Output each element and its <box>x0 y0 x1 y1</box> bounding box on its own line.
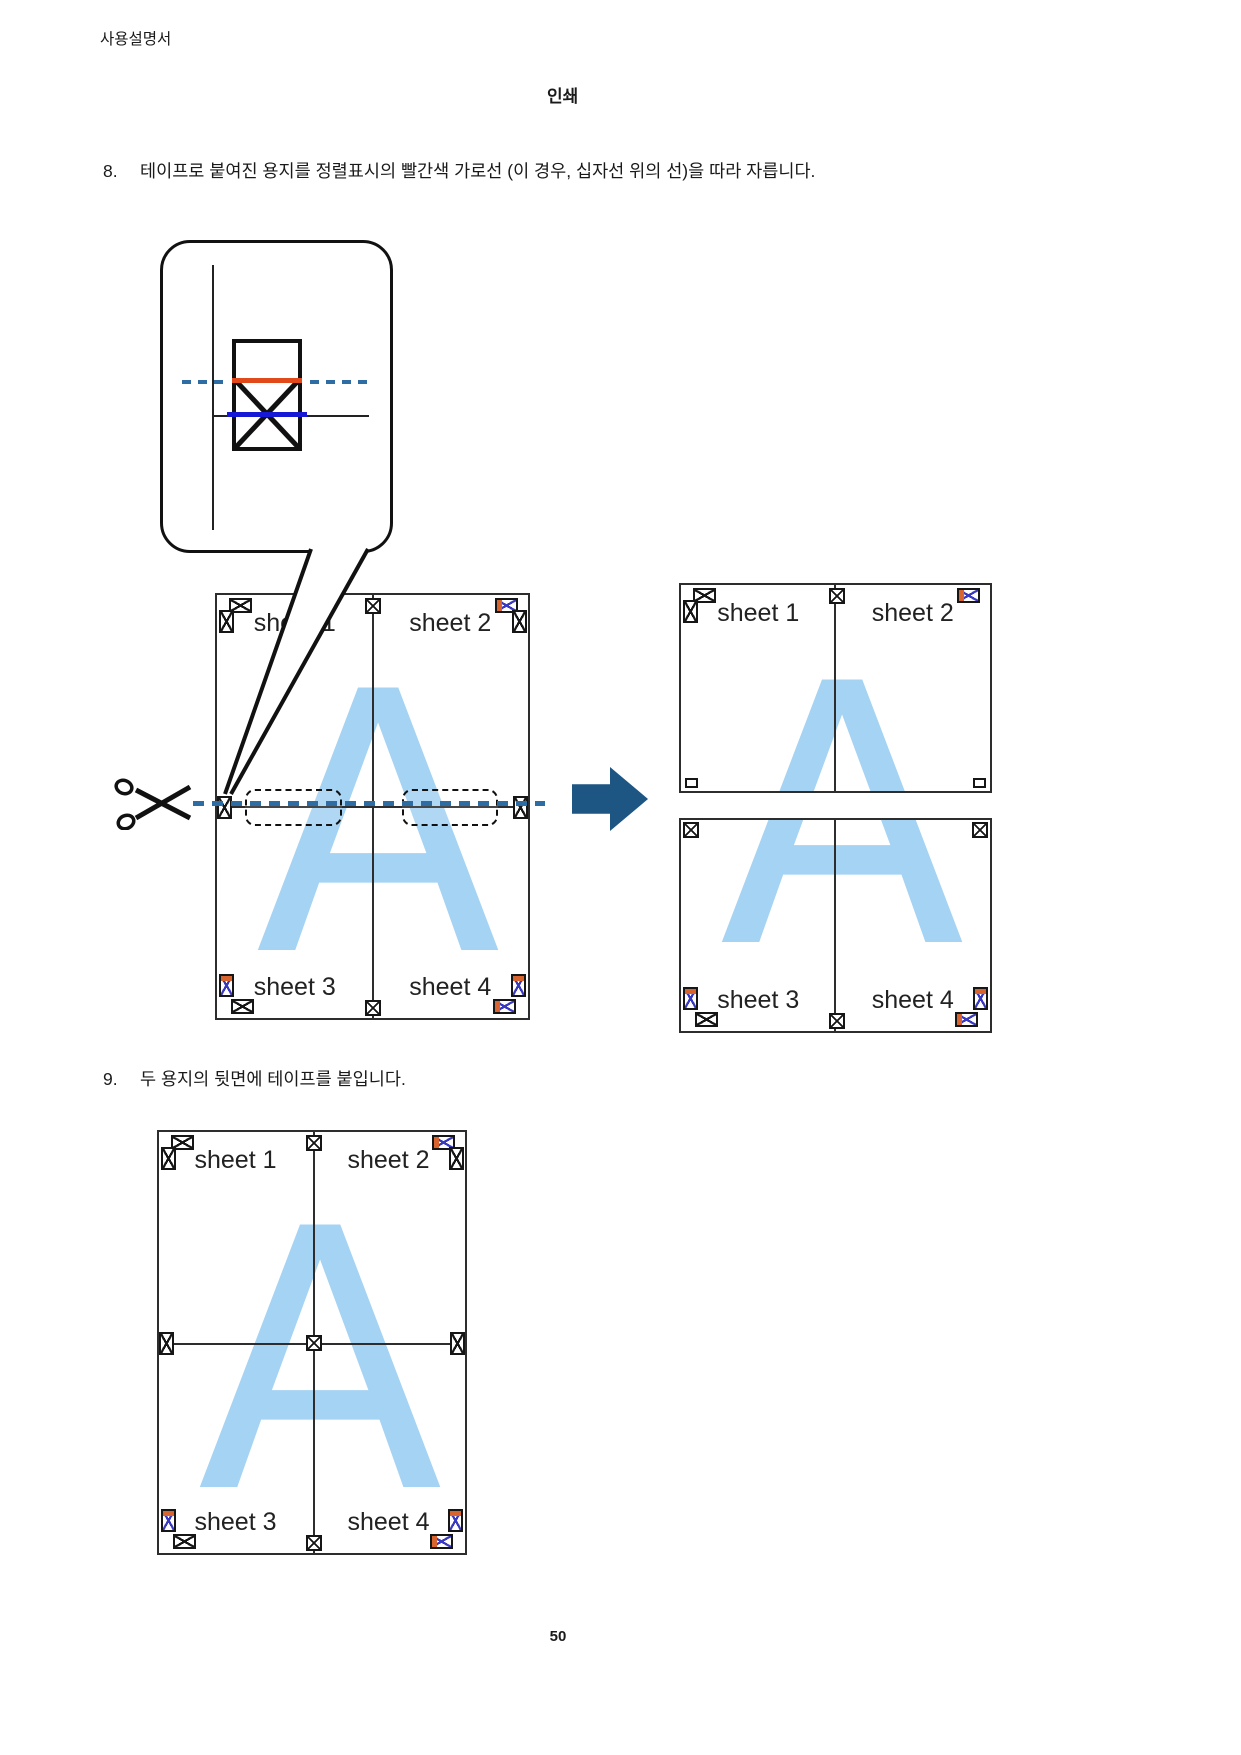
magnified-red-cut-line <box>232 378 302 383</box>
magnified-cut-dashed-line <box>310 380 367 384</box>
cut-corner-notch <box>685 778 698 788</box>
tape-strip <box>245 789 342 826</box>
crosshair-mark-icon <box>159 1332 174 1355</box>
crosshair-mark-icon <box>217 796 232 819</box>
cut-poster-bottom-half: A sheet 3 sheet 4 <box>679 818 992 1033</box>
alignment-x-icon <box>236 379 298 447</box>
crosshair-mark-icon <box>306 1535 322 1551</box>
crosshair-mark-icon <box>450 1332 465 1355</box>
crosshair-mark-icon <box>161 1509 176 1532</box>
sheet-2-label: sheet 2 <box>871 599 954 627</box>
cut-corner-notch <box>973 778 986 788</box>
sheet-3-label: sheet 3 <box>717 986 800 1014</box>
crosshair-mark-icon <box>171 1135 194 1150</box>
magnified-sheet-edge-line <box>212 265 214 530</box>
crosshair-mark-icon <box>512 610 527 633</box>
sheet-4-label: sheet 4 <box>871 986 954 1014</box>
crosshair-mark-icon <box>432 1135 455 1150</box>
crosshair-mark-icon <box>829 1013 845 1029</box>
magnifier-callout-bubble <box>160 240 393 553</box>
crosshair-mark-icon <box>957 588 980 603</box>
document-title: 사용설명서 <box>100 31 172 48</box>
sheet-4-label: sheet 4 <box>347 1508 430 1536</box>
crosshair-mark-icon <box>493 999 516 1014</box>
cut-poster-top-half: A sheet 1 sheet 2 <box>679 583 992 793</box>
taped-poster-step9: A sheet 1 sheet 2 sheet 3 sheet 4 <box>157 1130 467 1555</box>
crosshair-mark-icon <box>306 1135 322 1151</box>
step-8: 8. 테이프로 붙여진 용지를 정렬표시의 빨간색 가로선 (이 경우, 십자선 … <box>103 158 1181 184</box>
crosshair-mark-icon <box>231 999 254 1014</box>
sheet-1-label: sheet 1 <box>717 599 800 627</box>
sheet-3-label: sheet 3 <box>194 1508 277 1536</box>
crosshair-mark-icon <box>495 598 518 613</box>
scissors-icon <box>114 778 192 830</box>
step-9: 9. 두 용지의 뒷면에 테이프를 붙입니다. <box>103 1066 1181 1092</box>
section-title: 인쇄 <box>547 87 579 106</box>
crosshair-mark-icon <box>161 1147 176 1170</box>
sheet-3-label: sheet 3 <box>253 973 336 1001</box>
crosshair-mark-icon <box>365 598 381 614</box>
callout-tail <box>223 548 370 795</box>
crosshair-mark-icon <box>229 598 252 613</box>
cut-line-dashed <box>193 801 545 806</box>
arrow-right-icon <box>572 767 648 831</box>
magnified-cut-dashed-line <box>182 380 230 384</box>
fold-line-vertical <box>834 585 836 791</box>
crosshair-mark-icon <box>219 974 234 997</box>
crosshair-mark-icon <box>972 822 988 838</box>
step-9-number: 9. <box>103 1069 118 1089</box>
crosshair-mark-icon <box>513 796 528 819</box>
crosshair-mark-icon <box>365 1000 381 1016</box>
crosshair-mark-icon <box>683 987 698 1010</box>
poster-letter: A <box>197 1153 444 1555</box>
poster-letter: A <box>719 638 965 792</box>
crosshair-mark-icon <box>219 610 234 633</box>
poster-letter: A <box>719 820 965 998</box>
crosshair-mark-icon <box>955 1012 978 1027</box>
crosshair-mark-icon <box>306 1335 322 1351</box>
step-9-text: 두 용지의 뒷면에 테이프를 붙입니다. <box>140 1069 406 1089</box>
crosshair-mark-icon <box>430 1534 453 1549</box>
crosshair-mark-icon <box>695 1012 718 1027</box>
tape-strip <box>402 789 498 826</box>
step-8-number: 8. <box>103 161 118 181</box>
magnified-blue-line <box>227 412 307 417</box>
crosshair-mark-icon <box>511 974 526 997</box>
fold-line-vertical <box>834 820 836 1031</box>
sheet-4-label: sheet 4 <box>409 973 492 1001</box>
sheet-1-label: sheet 1 <box>194 1146 277 1174</box>
fold-line-horizontal <box>217 806 528 808</box>
crosshair-mark-icon <box>829 588 845 604</box>
crosshair-mark-icon <box>683 822 699 838</box>
sheet-2-label: sheet 2 <box>347 1146 430 1174</box>
page-number: 50 <box>549 1628 567 1645</box>
step-8-text: 테이프로 붙여진 용지를 정렬표시의 빨간색 가로선 (이 경우, 십자선 위의… <box>140 161 816 181</box>
magnified-alignment-box <box>232 339 302 451</box>
crosshair-mark-icon <box>449 1147 464 1170</box>
crosshair-mark-icon <box>693 588 716 603</box>
crosshair-mark-icon <box>683 600 698 623</box>
crosshair-mark-icon <box>448 1509 463 1532</box>
crosshair-mark-icon <box>173 1534 196 1549</box>
sheet-2-label: sheet 2 <box>409 609 492 637</box>
crosshair-mark-icon <box>973 987 988 1010</box>
